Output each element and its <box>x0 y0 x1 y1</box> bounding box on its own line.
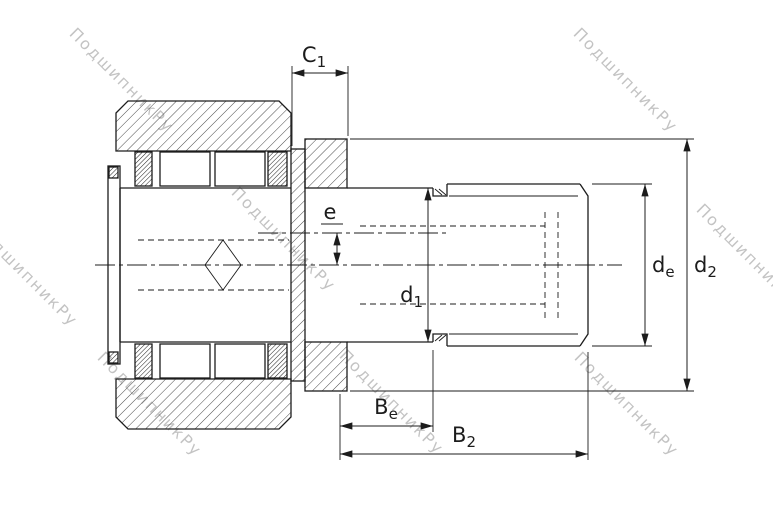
stud-body <box>347 187 433 343</box>
dim-label-d1: d1 <box>400 283 423 311</box>
dim-label-c1: C1 <box>302 43 326 71</box>
needle-rollers <box>159 151 266 379</box>
dim-label-b2: B2 <box>452 423 476 451</box>
roller-outer-ring <box>115 100 292 430</box>
collar-top-section <box>304 138 348 189</box>
seal-section <box>134 151 153 187</box>
snap-ring-section <box>108 351 119 364</box>
watermark-text: ПодшипникРу <box>570 24 682 136</box>
seal-section <box>267 343 288 379</box>
groove-profile-top <box>432 184 448 197</box>
dimension-d2: d2 <box>350 138 717 392</box>
snap-ring-section <box>108 166 119 179</box>
watermark-text: ПодшипникРу <box>571 348 683 460</box>
dim-label-be: Be <box>374 395 398 423</box>
dimension-b2: B2 <box>340 352 589 460</box>
thread-relief-groove <box>432 184 448 346</box>
dim-label-e: e <box>324 200 337 224</box>
centerlines <box>95 232 622 266</box>
dimension-d1: d1 <box>400 188 432 342</box>
needle-roller <box>159 151 211 187</box>
groove-hatch-ticks <box>434 188 447 342</box>
bearing-geometry <box>95 100 622 430</box>
needle-roller <box>159 343 211 379</box>
dimension-de: de <box>592 183 675 347</box>
watermark-text: ПодшипникРу <box>336 346 448 458</box>
outer-ring-bottom-section <box>115 378 292 430</box>
dimension-e: e <box>321 200 343 265</box>
seal-section <box>267 151 288 187</box>
groove-profile-bottom <box>432 333 448 346</box>
dim-label-d2: d2 <box>694 253 717 281</box>
needle-roller <box>214 343 266 379</box>
seal-section <box>134 343 153 379</box>
outer-ring-top-section <box>115 100 292 152</box>
dimension-annotations: C1 e d1 de d2 <box>291 43 717 460</box>
dim-label-de: de <box>652 253 675 281</box>
needle-roller <box>214 151 266 187</box>
watermark-text: ПодшипникРу <box>0 218 82 330</box>
dimension-c1: C1 <box>291 43 349 146</box>
collar-bottom-section <box>304 341 348 392</box>
seals <box>108 151 288 379</box>
dimension-be: Be <box>339 350 434 460</box>
flange-collar <box>304 138 348 392</box>
